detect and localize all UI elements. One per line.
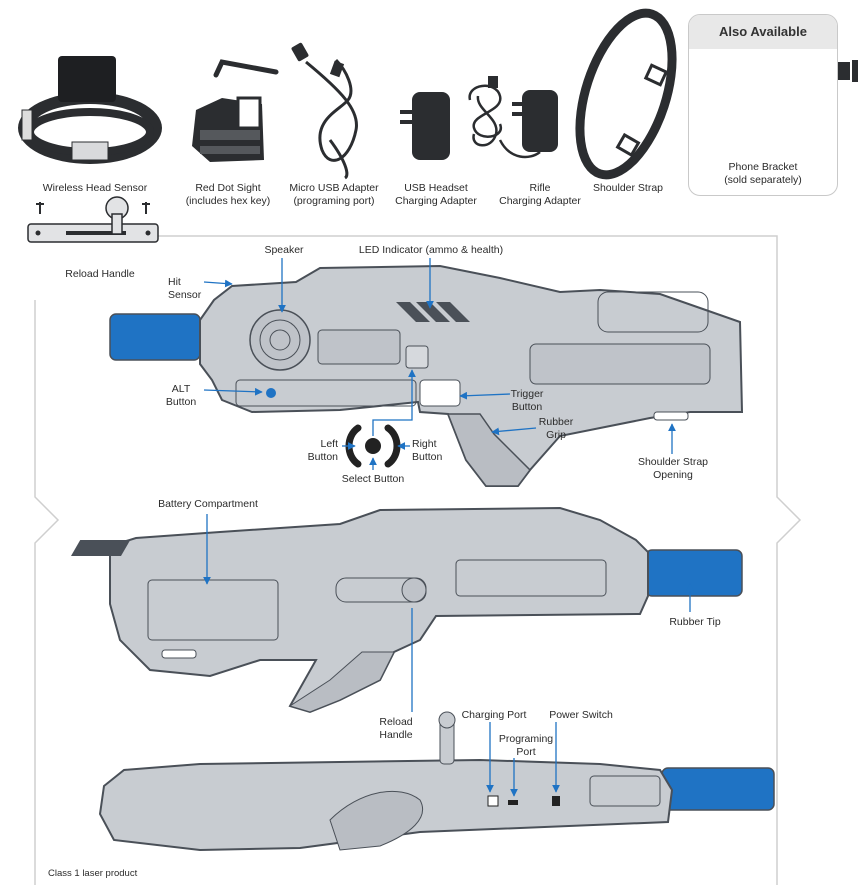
view1-arrows [203,258,676,470]
micro-usb-line2: (programing port) [293,194,375,207]
trigger-line1: Trigger [510,388,544,400]
usb-headset-adapter-icon [400,92,450,160]
led-indicator-label: LED Indicator (ammo & health) [358,244,504,256]
reload-line1: Reload [379,716,413,728]
charging-port-shape [487,795,499,807]
strap-opening-line2: Opening [653,468,693,481]
programing-port-shape [508,800,518,805]
rifle-charging-adapter-icon [468,76,558,159]
head-sensor-label: Wireless Head Sensor [42,182,148,194]
head-sensor-icon [18,56,162,164]
rubber-tip-front [109,313,201,361]
hit-sensor-line2: Sensor [168,288,202,301]
left-line2: Button [307,450,338,463]
micro-usb-label: Micro USB Adapter (programing port) [284,182,384,207]
battery-compartment-label: Battery Compartment [158,498,258,510]
phone-bracket-note: (sold separately) [724,173,802,186]
phone-bracket-label: Phone Bracket [728,161,798,173]
alt-button-dot [266,388,276,398]
rifle-adapter-label: Rifle Charging Adapter [494,182,586,207]
prog-line1: Programing [498,733,554,745]
speaker-grille [249,309,311,371]
hit-sensor-line1: Hit [168,276,181,288]
led-indicator [396,302,470,322]
phone-bracket-caption: Phone Bracket (sold separately) [689,161,837,186]
led-indicator-2 [70,540,131,556]
grip-line2: Grip [546,428,566,441]
micro-usb-adapter-icon [291,42,358,180]
rifle-side-view-1 [109,264,744,487]
left-button-label: Left Button [298,438,338,463]
right-line2: Button [412,450,443,463]
laser-class-note: Class 1 laser product [48,868,138,879]
shoulder-strap-label: Shoulder Strap [592,182,664,194]
trigger-button-label: Trigger Button [506,388,548,413]
rubber-grip-label: Rubber Grip [534,416,578,441]
power-switch-shape [552,796,560,806]
alt-line1: ALT [171,383,191,395]
speaker-label: Speaker [264,244,304,256]
reload-handle-icon [27,196,159,243]
usb-headset-line2: Charging Adapter [395,194,477,207]
frame-border [34,235,802,885]
rifle-adapter-line2: Charging Adapter [499,194,581,207]
reload-handle-label: Reload Handle [65,268,135,280]
right-line1: Right [412,438,437,450]
red-dot-sight-icon [192,59,279,162]
strap-opening-line1: Shoulder Strap [637,456,709,468]
micro-usb-line1: Micro USB Adapter [289,182,379,194]
reload-line2: Handle [379,728,413,741]
rifle-adapter-line1: Rifle [529,182,551,194]
view3-arrows [411,608,560,797]
reload-handle-view-label: Reload Handle [372,716,420,741]
hit-sensor-label: Hit Sensor [168,276,201,301]
usb-headset-line1: USB Headset [404,182,468,194]
red-dot-sight-label: Red Dot Sight (includes hex key) [176,182,280,207]
charging-port-label: Charging Port [461,709,527,721]
also-available-title: Also Available [689,15,837,49]
rifle-side-view-2 [70,506,743,714]
rubber-tip-label: Rubber Tip [669,616,721,628]
red-dot-line1: Red Dot Sight [195,182,261,194]
shoulder-strap-opening [653,411,689,421]
shoulder-strap-icon [575,8,677,180]
select-button-label: Select Button [341,473,405,485]
rifle-bottom-view [98,711,775,852]
trigger-line2: Button [511,400,543,413]
also-available-panel: Also Available Phone Bracket (sold separ… [688,14,838,196]
left-line1: Left [320,438,338,450]
red-dot-line2: (includes hex key) [185,194,271,207]
right-button-label: Right Button [412,438,442,463]
rubber-tip-rear [645,549,743,597]
usb-headset-label: USB Headset Charging Adapter [388,182,484,207]
grip-line1: Rubber [538,416,574,428]
alt-button-label: ALT Button [158,383,204,408]
shoulder-strap-opening-label: Shoulder Strap Opening [632,456,714,481]
power-switch-label: Power Switch [549,709,613,721]
alt-line2: Button [165,395,197,408]
view2-arrows [203,514,694,612]
prog-line2: Port [516,745,536,758]
programing-port-label: Programing Port [496,733,556,758]
